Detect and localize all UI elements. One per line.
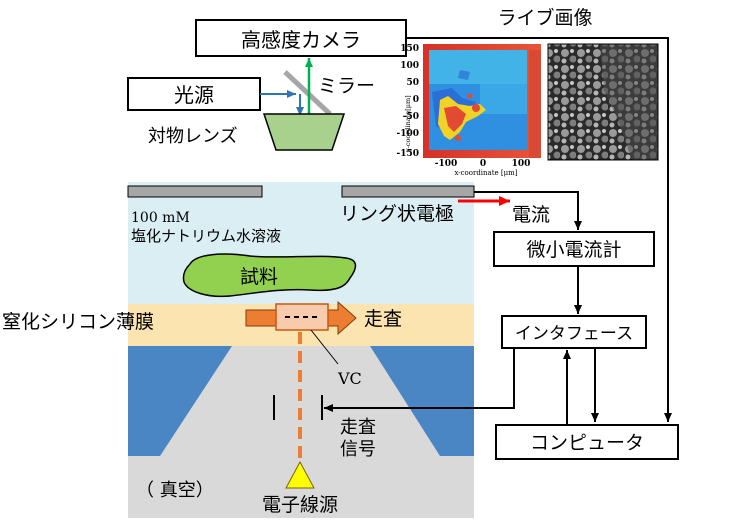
membrane-label: 窒化シリコン薄膜 — [2, 311, 154, 333]
heatmap-xtick: -100 — [435, 159, 458, 169]
computer-label: コンピュータ — [530, 432, 644, 454]
camera-box — [195, 19, 407, 57]
heatmap-xtick: 0 — [480, 159, 486, 169]
scan-label: 走査 — [364, 308, 402, 330]
heatmap-ytick: -150 — [396, 149, 419, 159]
ammeter-label: 微小電流計 — [526, 239, 621, 261]
heatmap-ytick: 100 — [400, 61, 419, 71]
vc-label: VC — [337, 369, 362, 388]
mirror-label: ミラー — [318, 75, 375, 97]
current-label: 電流 — [512, 204, 550, 226]
heatmap-ylabel: y-coordinate[μm] — [404, 95, 412, 153]
silicon-support-right — [370, 346, 474, 456]
ring-electrode-left — [127, 185, 263, 198]
scan-signal-label-2: 信号 — [340, 439, 376, 460]
electron-source-label: 電子線源 — [262, 494, 338, 516]
ring-electrode-label: リング状電極 — [340, 203, 454, 225]
live-image-label: ライブ画像 — [497, 6, 592, 29]
camera-to-computer-wire — [406, 37, 672, 422]
scan-signal-label-1: 走査 — [340, 417, 376, 438]
objective-lens-label: 対物レンズ — [148, 126, 238, 147]
computer-box — [495, 424, 679, 460]
heatmap-ytick: -50 — [403, 112, 419, 122]
solution-name-label: 塩化ナトリウム水溶液 — [131, 227, 281, 245]
vc-region — [275, 303, 329, 331]
objective-lens-icon — [262, 113, 346, 151]
heatmap-ytick: 0 — [413, 95, 419, 105]
electrode-to-ammeter-wire — [474, 191, 582, 230]
heatmap-xlabel: x-coordinate [μm] — [454, 169, 517, 177]
vacuum-label: （ 真空） — [136, 480, 214, 501]
scan-signal-wire — [324, 348, 515, 412]
ammeter-box — [493, 231, 655, 267]
solution-conc-label: 100 mM — [131, 210, 190, 226]
camera-label: 高感度カメラ — [241, 28, 361, 52]
mirror-icon — [283, 70, 332, 116]
heatmap-ytick: 150 — [400, 44, 419, 54]
interface-box — [501, 315, 647, 349]
interface-label: インタフェース — [515, 324, 633, 344]
cell-image — [547, 43, 659, 161]
heatmap-ytick: -100 — [396, 129, 419, 139]
sample-label: 試料 — [240, 266, 278, 288]
silicon-support-left — [128, 346, 232, 456]
heatmap-ytick: 50 — [406, 78, 419, 88]
electron-source-icon — [285, 460, 315, 489]
heatmap-image — [423, 44, 541, 158]
ring-electrode-right — [341, 185, 475, 198]
sample-blob — [182, 253, 357, 298]
heatmap-xtick: 100 — [512, 159, 531, 169]
light-source-box — [127, 77, 261, 111]
vc-leader-line — [310, 329, 339, 365]
light-source-label: 光源 — [174, 83, 214, 107]
